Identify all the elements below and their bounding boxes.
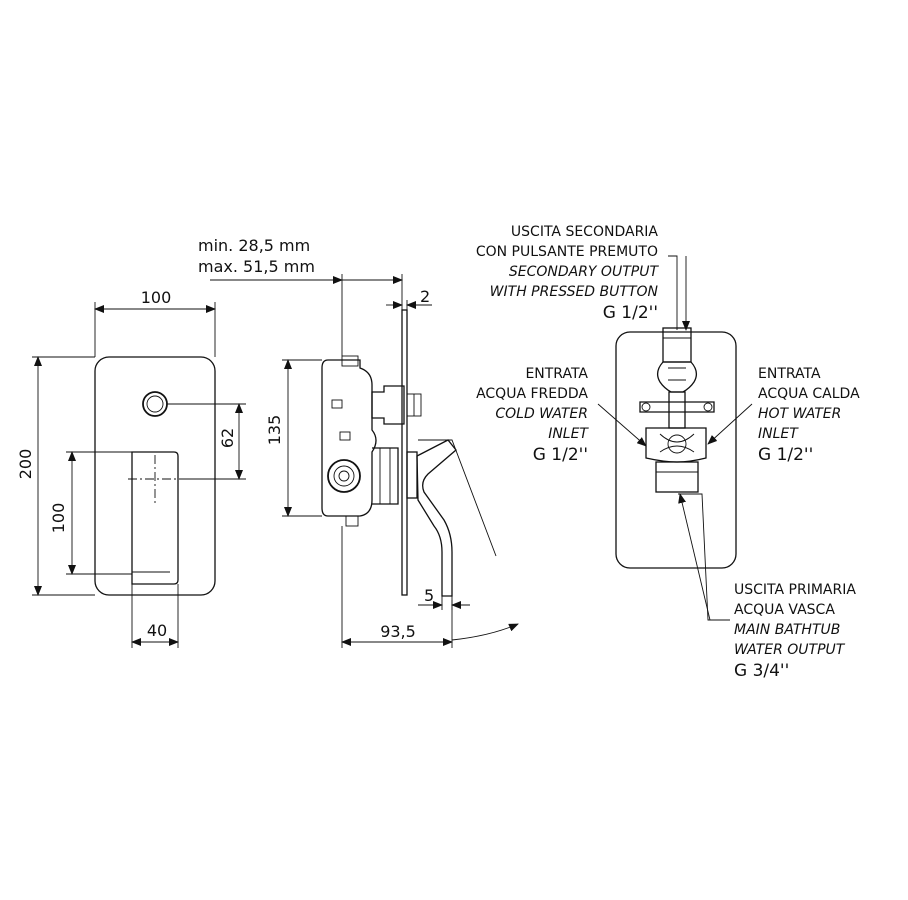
side-view: 135 min. 28,5 mm max. 51,5 mm 2 5 93,5 (198, 236, 519, 648)
svg-text:USCITA PRIMARIA: USCITA PRIMARIA (734, 582, 856, 598)
dim-lever-width: 40 (147, 621, 167, 640)
valve-view-plate (615, 331, 737, 569)
svg-text:G 1/2'': G 1/2'' (758, 445, 813, 465)
front-view: 100 200 100 62 40 (16, 288, 246, 648)
svg-text:COLD WATER: COLD WATER (495, 406, 588, 422)
side-lever (416, 439, 457, 597)
side-plate (401, 309, 408, 596)
dim-plate-thickness: 2 (420, 287, 430, 306)
dim-lever-height: 100 (49, 503, 68, 534)
svg-text:ACQUA VASCA: ACQUA VASCA (734, 602, 835, 618)
svg-text:ACQUA CALDA: ACQUA CALDA (758, 386, 860, 402)
dim-button-offset: 62 (218, 428, 237, 448)
callout-cold-inlet: ENTRATA ACQUA FREDDA COLD WATER INLET G … (476, 366, 589, 465)
dim-plate-width: 100 (141, 288, 172, 307)
svg-text:G 1/2'': G 1/2'' (603, 303, 658, 323)
callout-secondary-output: USCITA SECONDARIA CON PULSANTE PREMUTO S… (476, 224, 660, 323)
svg-text:ENTRATA: ENTRATA (758, 366, 821, 382)
svg-text:USCITA SECONDARIA: USCITA SECONDARIA (511, 224, 658, 240)
valve-view: USCITA SECONDARIA CON PULSANTE PREMUTO S… (476, 224, 860, 681)
dim-depth-max: max. 51,5 mm (198, 257, 315, 276)
svg-text:G 3/4'': G 3/4'' (734, 661, 789, 681)
svg-text:WATER OUTPUT: WATER OUTPUT (734, 642, 846, 658)
dim-depth-min: min. 28,5 mm (198, 236, 310, 255)
lever-handle (131, 451, 179, 585)
svg-text:HOT WATER: HOT WATER (758, 406, 841, 422)
svg-text:INLET: INLET (548, 426, 589, 442)
dim-body-height: 135 (265, 415, 284, 446)
svg-text:INLET: INLET (758, 426, 799, 442)
svg-text:WITH PRESSED BUTTON: WITH PRESSED BUTTON (490, 284, 659, 300)
svg-text:ENTRATA: ENTRATA (525, 366, 588, 382)
dim-lever-gap: 5 (424, 586, 434, 605)
svg-text:ACQUA FREDDA: ACQUA FREDDA (476, 386, 588, 402)
inlet-fitting (327, 459, 361, 493)
svg-text:CON PULSANTE PREMUTO: CON PULSANTE PREMUTO (476, 244, 658, 260)
svg-text:G 1/2'': G 1/2'' (533, 445, 588, 465)
callout-primary-output: USCITA PRIMARIA ACQUA VASCA MAIN BATHTUB… (734, 582, 856, 681)
dim-total-depth: 93,5 (380, 622, 416, 641)
dim-plate-height: 200 (16, 449, 35, 480)
svg-text:SECONDARY OUTPUT: SECONDARY OUTPUT (509, 264, 660, 280)
diverter-button-ring (146, 395, 164, 413)
wall-plate (94, 356, 216, 596)
callout-hot-inlet: ENTRATA ACQUA CALDA HOT WATER INLET G 1/… (758, 366, 860, 465)
valve-body (321, 359, 377, 517)
svg-text:MAIN BATHTUB: MAIN BATHTUB (734, 622, 840, 638)
